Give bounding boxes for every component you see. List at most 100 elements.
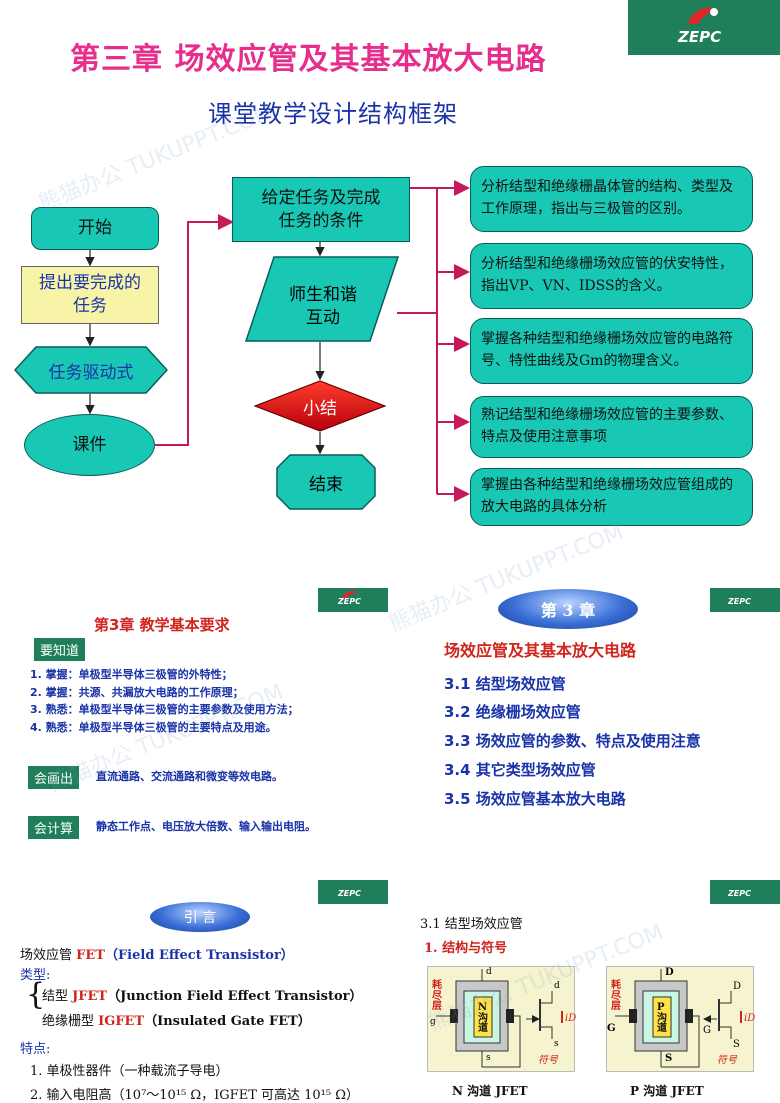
toc-item[interactable]: 3.3 场效应管的参数、特点及使用注意 (444, 732, 701, 750)
req-draw-tag: 会画出 (28, 766, 80, 789)
p-depletion-label: 耗尽层 (611, 980, 621, 1012)
flow-courseware-label: 课件 (72, 434, 107, 455)
n-sym-s-label: s (554, 1039, 559, 1049)
goal-4-text: 熟记结型和绝缘栅场效应管的主要参数、特点及使用注意事项 (481, 407, 733, 445)
goal-1: 分析结型和绝缘栅晶体管的结构、类型及工作原理，指出与三极管的区别。 (470, 166, 753, 232)
flow-conditions-label: 给定任务及完成任务的条件 (261, 187, 381, 231)
toc-title: 场效应管及其基本放大电路 (444, 641, 637, 660)
req-draw-text: 直流通路、交流通路和微变等效电路。 (96, 770, 283, 783)
jfet-section-title: 3.1 结型场效应管 (420, 917, 523, 932)
p-jfet-structure-icon (615, 969, 742, 1068)
logo-req-text: ZEPC (338, 597, 361, 606)
goal-2-text: 分析结型和绝缘栅场效应管的伏安特性，指出VP、VN、IDSS的含义。 (481, 256, 733, 294)
toc-badge-label: 第 3 章 (540, 601, 596, 620)
p-sym-S-label: S (733, 1039, 740, 1050)
logo-top: ZEPC (628, 0, 780, 55)
req-calc-text: 静态工作点、电压放大倍数、输入输出电阻。 (96, 820, 316, 833)
goal-3-text: 掌握各种结型和绝缘栅场效应管的电路符号、特性曲线及Gm的物理含义。 (481, 331, 733, 369)
goal-5-text: 掌握由各种结型和绝缘栅场效应管组成的放大电路的具体分析 (481, 477, 733, 515)
zepc-emblem-icon (342, 590, 358, 598)
intro-type1-cn: 结型 (42, 989, 73, 1004)
logo-toc: ZEPC (710, 588, 780, 612)
req-title: 第3章 教学基本要求 (94, 616, 230, 634)
intro-feature-2: 2. 输入电阻高（10⁷～10¹⁵ Ω，IGFET 可高达 10¹⁵ Ω） (30, 1088, 360, 1103)
flow-drive-shape (14, 346, 168, 394)
p-D-label: D (665, 967, 674, 978)
flow-end-label: 结束 (309, 475, 343, 495)
logo-intro-text: ZEPC (338, 889, 361, 898)
n-g-label: g (430, 1017, 436, 1027)
flow-interact-shape (244, 256, 400, 342)
flow-summary-label: 小结 (303, 399, 337, 419)
n-d-label: d (486, 967, 492, 977)
intro-type1-abbr: JFET (72, 989, 108, 1004)
logo-jfet: ZEPC (710, 880, 780, 904)
intro-type2-full: （Insulated Gate FET） (144, 1014, 311, 1029)
p-jfet-figure: 耗尽层 P沟道 D G S D G S iD 符号 (606, 966, 756, 1072)
page-title: 第三章 场效应管及其基本放大电路 (70, 42, 547, 77)
flow-conditions: 给定任务及完成任务的条件 (232, 177, 410, 242)
n-channel-label: N沟道 (478, 1002, 488, 1034)
p-jfet-caption: P 沟道 JFET (630, 1084, 704, 1098)
toc-item[interactable]: 3.4 其它类型场效应管 (444, 761, 596, 779)
goal-5: 掌握由各种结型和绝缘栅场效应管组成的放大电路的具体分析 (470, 468, 753, 526)
intro-fet-prefix: 场效应管 (20, 948, 77, 963)
toc-item[interactable]: 3.1 结型场效应管 (444, 675, 566, 693)
toc-badge: 第 3 章 (498, 589, 638, 629)
req-calc-tag: 会计算 (28, 816, 80, 839)
p-G-label: G (607, 1023, 616, 1034)
intro-fet-abbr: FET (76, 948, 105, 963)
n-jfet-structure-icon (436, 969, 563, 1068)
logo-jfet-text: ZEPC (728, 889, 751, 898)
p-channel-label: P沟道 (657, 1002, 667, 1034)
p-id-label: iD (744, 1013, 756, 1024)
goal-1-text: 分析结型和绝缘栅晶体管的结构、类型及工作原理，指出与三极管的区别。 (481, 179, 733, 217)
flow-courseware: 课件 (24, 414, 155, 476)
flow-end-shape (276, 454, 376, 510)
intro-type2: 绝缘栅型 IGFET（Insulated Gate FET） (42, 1010, 311, 1029)
flow-start-label: 开始 (78, 218, 112, 239)
intro-features-label: 特点: (20, 1042, 51, 1057)
logo-toc-text: ZEPC (728, 597, 751, 606)
intro-feature-1: 1. 单极性器件（一种载流子导电） (30, 1064, 229, 1079)
zepc-emblem-icon (688, 7, 720, 24)
req-know-list: 1. 掌握：单极型半导体三极管的外特性； 2. 掌握：共源、共漏放大电路的工作原… (30, 666, 380, 736)
logo-text: ZEPC (678, 28, 722, 46)
n-symbol-label: 符号 (538, 1055, 558, 1066)
flow-task-label: 提出要完成的任务 (39, 273, 141, 316)
p-sym-D-label: D (733, 981, 742, 992)
goal-4: 熟记结型和绝缘栅场效应管的主要参数、特点及使用注意事项 (470, 396, 753, 458)
flow-interact-label: 师生和谐互动 (289, 285, 357, 328)
page-subtitle: 课堂教学设计结构框架 (208, 100, 458, 128)
logo-req: ZEPC (318, 588, 388, 612)
flow-task: 提出要完成的任务 (21, 266, 159, 324)
intro-type2-abbr: IGFET (98, 1014, 145, 1029)
goal-3: 掌握各种结型和绝缘栅场效应管的电路符号、特性曲线及Gm的物理含义。 (470, 318, 753, 384)
intro-fet-line: 场效应管 FET（Field Effect Transistor） (20, 944, 294, 963)
p-symbol-label: 符号 (717, 1055, 737, 1066)
p-S-label: S (665, 1053, 673, 1064)
req-know-tag: 要知道 (34, 638, 86, 661)
intro-fet-full: （Field Effect Transistor） (104, 948, 294, 963)
n-jfet-figure: 耗尽层 N沟道 d g s d s iD 符号 (427, 966, 577, 1072)
n-s-label: s (486, 1053, 491, 1063)
list-item: 2. 掌握：共源、共漏放大电路的工作原理； (30, 685, 244, 699)
toc-item[interactable]: 3.5 场效应管基本放大电路 (444, 790, 626, 808)
intro-type2-cn: 绝缘栅型 (42, 1014, 99, 1029)
flow-connectors (85, 180, 470, 502)
n-id-label: iD (565, 1013, 577, 1024)
list-item: 4. 熟悉：单极型半导体三极管的主要特点及用途。 (30, 720, 277, 734)
toc-item[interactable]: 3.2 绝缘栅场效应管 (444, 703, 581, 721)
intro-type1: 结型 JFET（Junction Field Effect Transistor… (42, 985, 363, 1004)
goal-2: 分析结型和绝缘栅场效应管的伏安特性，指出VP、VN、IDSS的含义。 (470, 243, 753, 309)
n-sym-d-label: d (554, 981, 560, 991)
n-depletion-label: 耗尽层 (432, 980, 442, 1012)
intro-badge: 引 言 (150, 902, 250, 932)
flow-drive-label: 任务驱动式 (48, 363, 134, 383)
flow-start: 开始 (31, 207, 159, 250)
intro-type1-full: （Junction Field Effect Transistor） (107, 989, 363, 1004)
list-item: 1. 掌握：单极型半导体三极管的外特性； (30, 668, 233, 681)
list-item: 3. 熟悉：单极型半导体三极管的主要参数及使用方法； (30, 703, 299, 717)
n-jfet-caption: N 沟道 JFET (452, 1084, 528, 1098)
intro-badge-label: 引 言 (183, 910, 217, 926)
